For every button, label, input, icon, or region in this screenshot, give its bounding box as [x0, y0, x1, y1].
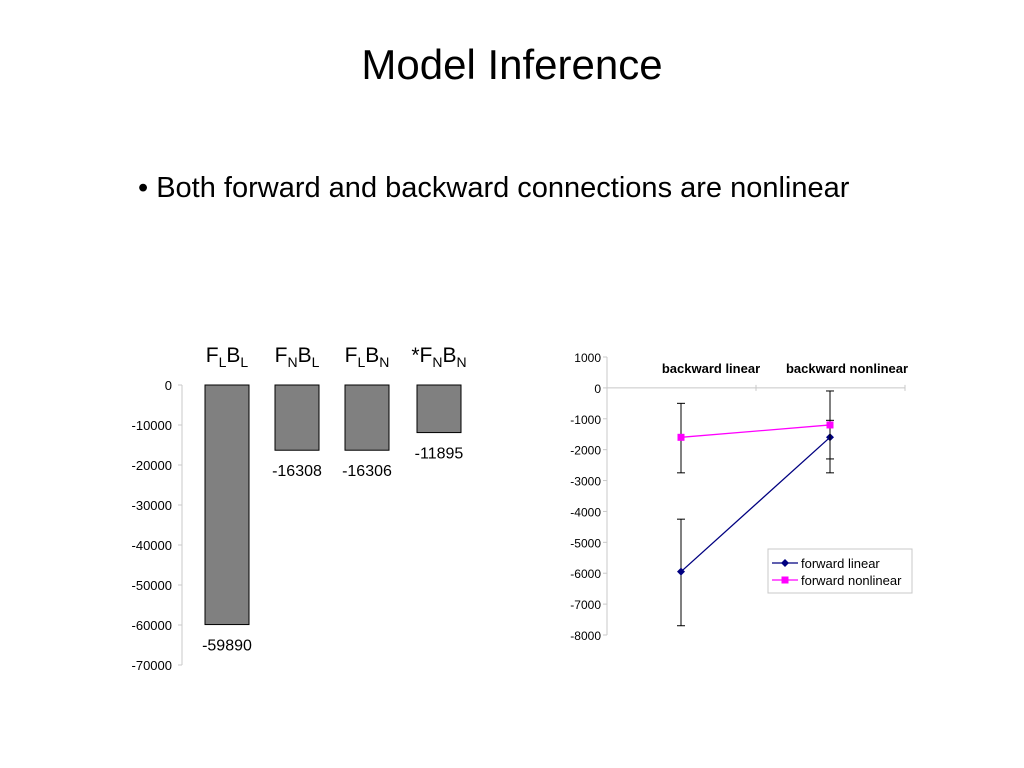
- legend-box: [767, 548, 913, 594]
- bar-data-label: -16308: [272, 463, 322, 480]
- bar-y-tick-label: -40000: [132, 538, 172, 553]
- line-y-tick-label: -5000: [570, 536, 601, 550]
- line-y-tick-label: -7000: [570, 598, 601, 612]
- line-y-tick-label: -6000: [570, 567, 601, 581]
- bar-y-tick-label: -50000: [132, 578, 172, 593]
- line-category-label: backward linear: [662, 361, 760, 376]
- bar-y-tick-label: -60000: [132, 618, 172, 633]
- line-y-tick-label: -8000: [570, 629, 601, 643]
- legend-marker-forward-nonlinear: [781, 576, 789, 584]
- line-y-tick-label: 1000: [574, 351, 601, 365]
- bar-category-label: FL​BN​: [345, 344, 390, 370]
- bullet-text: • Both forward and backward connections …: [138, 172, 850, 204]
- line-y-tick-label: -2000: [570, 444, 601, 458]
- legend: forward linear forward nonlinear: [767, 548, 913, 594]
- slide-title: Model Inference: [361, 41, 663, 88]
- legend-label: forward nonlinear: [801, 573, 902, 588]
- bar: [416, 384, 462, 434]
- bar-y-tick-label: -30000: [132, 498, 172, 513]
- line-y-tick-label: 0: [594, 382, 601, 396]
- series-line-forward-linear: [680, 436, 831, 573]
- marker-forward-nonlinear: [677, 433, 685, 441]
- line-y-tick-label: -4000: [570, 505, 601, 519]
- line-y-tick-label: -1000: [570, 413, 601, 427]
- marker-forward-linear: [677, 567, 685, 576]
- bar-category-label: FN​BL​: [275, 344, 320, 370]
- line-y-tick-label: -3000: [570, 475, 601, 489]
- bar-y-tick-label: -70000: [132, 658, 172, 673]
- bar-y-tick-label: 0: [165, 378, 172, 393]
- bar: [204, 384, 250, 626]
- marker-forward-nonlinear: [826, 421, 834, 429]
- line-category-label: backward nonlinear: [786, 361, 908, 376]
- series-line-forward-nonlinear: [680, 424, 831, 438]
- bar-category-label: *FN​BN​: [411, 344, 466, 370]
- bar-data-label: -59890: [202, 638, 252, 655]
- bar: [274, 384, 320, 451]
- bar: [344, 384, 390, 451]
- bar-category-label: FL​BL​: [206, 344, 249, 370]
- bar-data-label: -11895: [415, 446, 464, 463]
- legend-label: forward linear: [801, 556, 880, 571]
- legend-marker-forward-linear: [781, 559, 789, 567]
- bar-y-tick-label: -20000: [132, 458, 172, 473]
- bar-data-label: -16306: [342, 463, 392, 480]
- bar-y-tick-label: -10000: [132, 418, 172, 433]
